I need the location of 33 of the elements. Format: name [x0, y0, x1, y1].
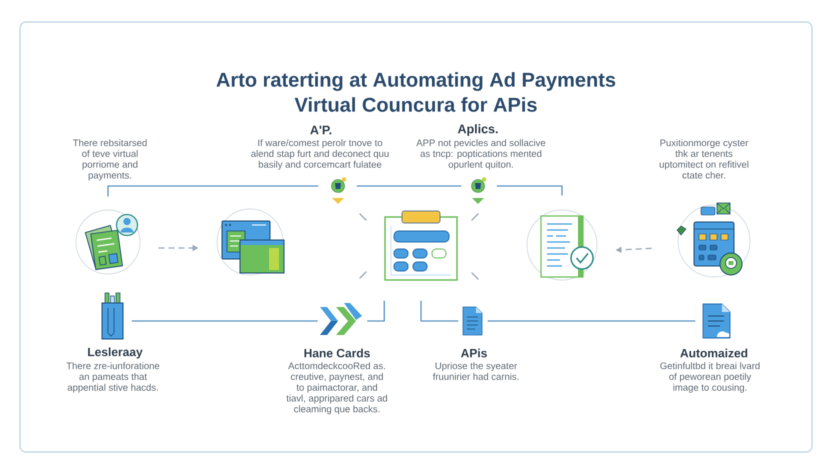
heading: Lesleraay: [88, 347, 143, 359]
description-text: APP not pevicles and sollacive as tncp: poptications mented opurlent quiton.: [416, 139, 546, 170]
description-text: If ware/comest perolr tnove to alend stap furt and deconect quu basily and corcemcart fulatee: [251, 139, 389, 170]
description-text: Upriose the syeater fruunirier had carnis.: [432, 362, 518, 380]
chevrons-icon: [320, 303, 362, 335]
heading: Aplics.: [458, 124, 498, 136]
connector-line: [132, 320, 318, 322]
connector-line: [420, 300, 458, 322]
marker-icon: [331, 177, 346, 204]
heading: Hane Cards: [304, 348, 370, 358]
connector-line: [488, 320, 696, 322]
marker-icon: [471, 177, 486, 204]
connector-line: [367, 300, 385, 322]
heading: APis: [460, 348, 487, 358]
connector-line: [496, 185, 563, 196]
pencil-cup-icon: [102, 292, 124, 340]
document-icon: [702, 304, 730, 338]
heading: Automaized: [680, 348, 748, 358]
calendar-illustration: [676, 202, 750, 278]
browser-window-illustration: [216, 208, 284, 276]
description-text: Puxitionmorge cyster thk ar tenents uptomitect on refitivel ctate cher.: [660, 139, 748, 179]
title: Arto raterting at Automating Ad Payments Virtual Councura for APis: [216, 72, 616, 112]
description-text: There rebsitarsed of teve virtual porriome and payments.: [73, 139, 147, 180]
description-text: ActtomdeckcooRed as. creutive, paynest, and to paimactorar, and tiavl, appripared cars ad cleaming que backs.: [286, 362, 388, 414]
heading: A'P.: [310, 126, 332, 134]
connector-line: [107, 185, 318, 197]
description-text: There zre-iunforatione an pameats that appential stive hacds.: [66, 362, 160, 393]
connector-line: [356, 185, 462, 187]
document-illustration: [76, 210, 140, 274]
calculator-illustration: [384, 210, 458, 281]
document-icon: [462, 306, 482, 336]
checked-document-illustration: [526, 210, 598, 280]
description-text: Getinfultbd it breai lvard of peworean poetily image to cousing.: [660, 362, 760, 393]
